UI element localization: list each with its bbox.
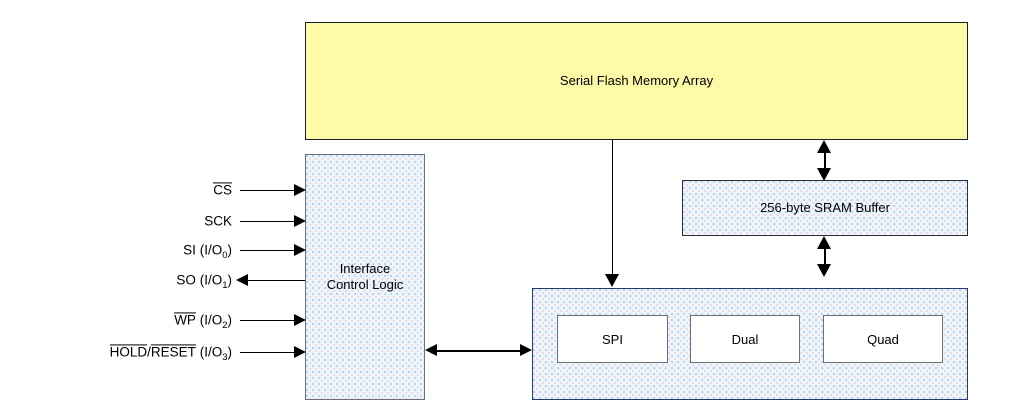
mode-box-quad-label: Quad	[867, 331, 899, 347]
signal-label-wp-io: (I/O	[199, 312, 223, 328]
mode-box-quad: Quad	[823, 315, 943, 363]
signal-arrow-line-so	[248, 280, 305, 281]
signal-label-si: SI (I/O0)	[183, 242, 232, 262]
signal-label-hold-separator: /	[147, 344, 151, 360]
signal-label-so: SO (I/O1)	[176, 272, 232, 292]
signal-label-sck-text: SCK	[204, 213, 232, 229]
connector-flash-sram-arrowhead-up	[817, 140, 831, 153]
signal-arrowhead-cs	[294, 184, 306, 196]
signal-label-reset-text: RESET	[150, 344, 196, 360]
block-interface-label-line1: Interface	[339, 260, 391, 276]
connector-interface-modes-line	[436, 350, 522, 352]
signal-label-sck: SCK	[0, 214, 232, 229]
signal-arrowhead-hold-reset	[294, 346, 306, 358]
signal-label-so-text: SO	[176, 272, 196, 288]
signal-arrow-line-sck	[240, 221, 298, 222]
signal-label-hold-reset-io-sub: 3	[222, 352, 228, 364]
signal-arrowhead-so	[236, 274, 248, 286]
signal-arrowhead-si	[294, 244, 306, 256]
signal-label-si-io: (I/O	[199, 242, 223, 258]
connector-sram-modes-line	[824, 247, 826, 269]
signal-label-wp: WP (I/O2)	[174, 312, 232, 332]
signal-label-hold-reset-io: (I/O	[199, 344, 223, 360]
connector-sram-modes-arrowhead-down	[817, 264, 831, 277]
signal-label-hold-text: HOLD	[109, 344, 148, 360]
signal-label-so-io-sub: 1	[222, 280, 228, 292]
connector-interface-modes-arrowhead-left	[425, 344, 437, 356]
mode-box-spi: SPI	[557, 315, 668, 363]
connector-flash-modes-arrowhead-down	[605, 274, 619, 287]
block-serial-flash-memory-array: Serial Flash Memory Array	[305, 22, 968, 140]
block-sram-buffer: 256-byte SRAM Buffer	[682, 180, 968, 236]
signal-label-cs-text: CS	[213, 182, 232, 198]
block-flash-label: Serial Flash Memory Array	[559, 72, 714, 88]
mode-box-dual-label: Dual	[731, 331, 759, 347]
block-interface-label: Interface Control Logic	[327, 261, 404, 294]
block-sram-label: 256-byte SRAM Buffer	[760, 199, 890, 215]
mode-box-dual: Dual	[690, 315, 800, 363]
signal-arrow-line-hold-reset	[240, 352, 298, 353]
signal-label-wp-io-sub: 2	[222, 320, 228, 332]
connector-sram-modes-arrowhead-up	[817, 236, 831, 249]
signal-arrowhead-sck	[294, 215, 306, 227]
mode-box-spi-label: SPI	[602, 331, 623, 347]
signal-arrow-line-si	[240, 250, 298, 251]
signal-arrowhead-wp	[294, 314, 306, 326]
signal-label-hold-reset: HOLD/RESET (I/O3)	[109, 344, 232, 364]
signal-label-so-io: (I/O	[199, 272, 223, 288]
signal-arrow-line-cs	[240, 190, 298, 191]
block-interface-control-logic: Interface Control Logic	[305, 154, 425, 400]
signal-label-si-text: SI	[183, 242, 196, 258]
connector-flash-sram-arrowhead-down	[817, 168, 831, 181]
signal-arrow-line-wp	[240, 320, 298, 321]
connector-flash-sram-line	[824, 150, 826, 172]
connector-flash-modes-line	[612, 140, 613, 274]
signal-label-wp-text: WP	[174, 312, 196, 328]
block-interface-label-line2: Control Logic	[326, 277, 404, 292]
signal-label-si-io-sub: 0	[222, 250, 228, 262]
signal-label-cs: CS	[0, 182, 232, 197]
connector-interface-modes-arrowhead-right	[520, 344, 532, 356]
